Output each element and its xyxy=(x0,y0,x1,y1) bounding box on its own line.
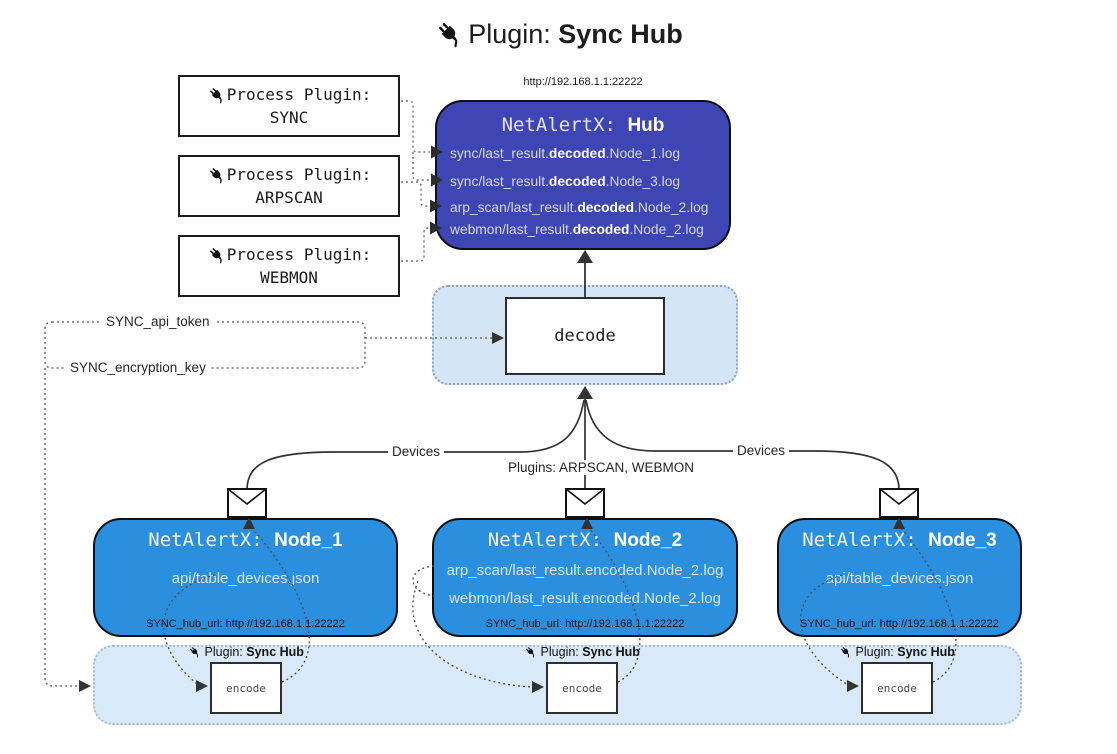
plug-icon xyxy=(524,645,537,658)
label-sync-encryption-key: SYNC_encryption_key xyxy=(66,360,210,375)
encode-box-1: encode xyxy=(210,662,282,714)
hub-file-row: sync/last_result.decoded.Node_3.log xyxy=(450,174,681,189)
plug-icon xyxy=(207,85,226,104)
envelope-icon-node2 xyxy=(565,488,605,518)
node-file: api/table_devices.json xyxy=(825,570,974,587)
label-devices-right: Devices xyxy=(733,443,790,458)
arrowhead-hub-bottom xyxy=(577,250,593,263)
page-title-name: Sync Hub xyxy=(558,19,683,49)
encoder-label-3: Plugin: Sync Hub xyxy=(817,645,977,659)
label-sync-api-token: SYNC_api_token xyxy=(102,314,214,329)
node-title: NetAlertX: Node_3 xyxy=(802,529,997,551)
process-plugin-sync: Process Plugin: SYNC xyxy=(178,75,400,137)
plug-icon xyxy=(207,245,226,264)
link-key-to-band xyxy=(44,368,80,687)
node-title: NetAlertX: Node_1 xyxy=(148,529,343,551)
node-hub-url: SYNC_hub_url: http://192.168.1.1:22222 xyxy=(800,618,999,630)
link-arpscan-to-hub xyxy=(396,181,430,207)
encoder-label-1: Plugin: Sync Hub xyxy=(166,645,326,659)
encode-box-2: encode xyxy=(546,662,618,714)
hub-file-row: sync/last_result.decoded.Node_1.log xyxy=(450,146,681,161)
node-file: arp_scan/last_result.encoded.Node_2.log xyxy=(446,562,724,579)
link-node2-files-arc xyxy=(412,565,435,597)
envelope-icon-node3 xyxy=(879,488,919,518)
process-plugin-name: WEBMON xyxy=(260,268,318,287)
hub-file-row: arp_scan/last_result.decoded.Node_2.log xyxy=(450,199,709,215)
hub-url: http://192.168.1.1:22222 xyxy=(523,76,643,88)
node-title: NetAlertX: Node_2 xyxy=(487,529,683,551)
plug-icon xyxy=(839,645,852,658)
encoder-label-2: Plugin: Sync Hub xyxy=(502,645,662,659)
node-hub-url: SYNC_hub_url: http://192.168.1.1:22222 xyxy=(485,618,685,630)
envelope-icon-node1 xyxy=(227,488,267,518)
arrowhead-band-left xyxy=(79,680,91,692)
page-title: Plugin: Sync Hub xyxy=(0,18,1117,50)
decode-box: decode xyxy=(505,297,665,375)
process-plugin-name: SYNC xyxy=(269,108,309,127)
process-plugin-label: Process Plugin: xyxy=(226,84,372,104)
hub-file-row: webmon/last_result.decoded.Node_2.log xyxy=(450,221,704,237)
node-file: webmon/last_result.encoded.Node_2.log xyxy=(449,590,721,607)
label-devices-left: Devices xyxy=(388,444,445,459)
process-plugin-label: Process Plugin: xyxy=(226,164,372,184)
link-sync-to-hub-2 xyxy=(412,152,430,181)
process-plugin-webmon: Process Plugin: WEBMON xyxy=(178,235,400,297)
label-plugins-center: Plugins: ARPSCAN, WEBMON xyxy=(504,460,699,475)
node-2-box: NetAlertX: Node_2 arp_scan/last_result.e… xyxy=(432,518,738,637)
node-1-box: NetAlertX: Node_1 api/table_devices.json… xyxy=(93,518,398,637)
page-title-prefix: Plugin: xyxy=(468,19,551,49)
hub-box: NetAlertX: Hub sync/last_result.decoded.… xyxy=(435,100,731,250)
node-hub-url: SYNC_hub_url: http://192.168.1.1:22222 xyxy=(146,618,345,630)
encode-box-3: encode xyxy=(861,662,933,714)
plug-icon xyxy=(434,18,464,48)
link-webmon-to-hub xyxy=(396,227,430,262)
hub-title-prefix: NetAlertX: xyxy=(501,114,616,136)
plug-icon xyxy=(207,165,226,184)
hub-title-name: Hub xyxy=(627,115,665,136)
node-3-box: NetAlertX: Node_3 api/table_devices.json… xyxy=(777,518,1022,637)
arrowhead-decode-bottom xyxy=(577,386,593,399)
node-file: api/table_devices.json xyxy=(171,570,320,587)
process-plugin-name: ARPSCAN xyxy=(255,188,323,207)
plug-icon xyxy=(188,645,201,658)
hub-title: NetAlertX: Hub xyxy=(437,114,729,137)
process-plugin-arpscan: Process Plugin: ARPSCAN xyxy=(178,155,400,217)
process-plugin-label: Process Plugin: xyxy=(226,244,372,264)
link-sync-to-hub-1 xyxy=(396,100,430,153)
